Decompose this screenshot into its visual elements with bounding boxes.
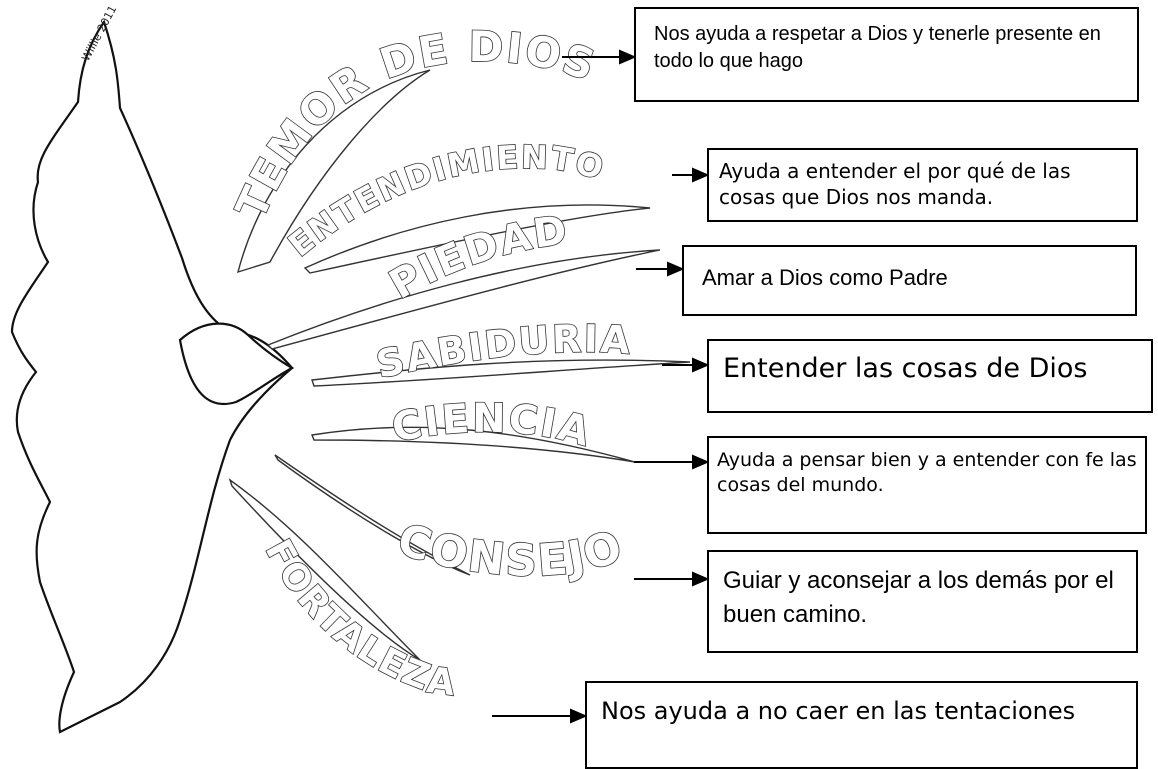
description-entendimiento: Ayuda a entender el por qué de las cosas… — [707, 148, 1138, 222]
description-text: Amar a Dios como Padre — [702, 265, 948, 290]
word-ciencia: CIENCIA — [388, 396, 596, 456]
flame-1 — [237, 69, 431, 274]
description-piedad: Amar a Dios como Padre — [682, 245, 1137, 316]
arrow-consejo — [634, 571, 710, 587]
description-text: Nos ayuda a respetar a Dios y tenerle pr… — [654, 23, 1101, 72]
flame-4 — [311, 359, 691, 387]
word-sabiduria: SABIDURIA — [372, 317, 633, 387]
description-fortaleza: Nos ayuda a no caer en las tentaciones — [585, 681, 1138, 769]
arrow-ciencia — [634, 454, 710, 470]
arrow-temor-de-dios — [562, 49, 637, 65]
description-ciencia: Ayuda a pensar bien y a entender con fe … — [707, 436, 1147, 534]
description-text: Entender las cosas de Dios — [723, 353, 1088, 384]
word-consejo: CONSEJO — [392, 514, 630, 587]
description-text: Ayuda a entender el por qué de las cosas… — [719, 159, 1071, 209]
arrow-fortaleza — [492, 708, 588, 724]
description-text: Nos ayuda a no caer en las tentaciones — [601, 697, 1076, 725]
flame-6 — [274, 454, 471, 576]
flame-3 — [266, 249, 661, 350]
flame-2 — [303, 204, 651, 274]
description-text: Guiar y aconsejar a los demás por el bue… — [723, 567, 1114, 628]
dove-head — [178, 322, 295, 406]
description-consejo: Guiar y aconsejar a los demás por el bue… — [707, 550, 1138, 653]
arrow-sabiduria — [662, 357, 710, 373]
arrow-entendimiento — [672, 167, 710, 183]
arrow-piedad — [636, 261, 685, 277]
description-temor-de-dios: Nos ayuda a respetar a Dios y tenerle pr… — [634, 7, 1139, 102]
description-sabiduria: Entender las cosas de Dios — [707, 339, 1153, 413]
flame-7 — [228, 478, 421, 661]
description-text: Ayuda a pensar bien y a entender con fe … — [717, 449, 1137, 496]
